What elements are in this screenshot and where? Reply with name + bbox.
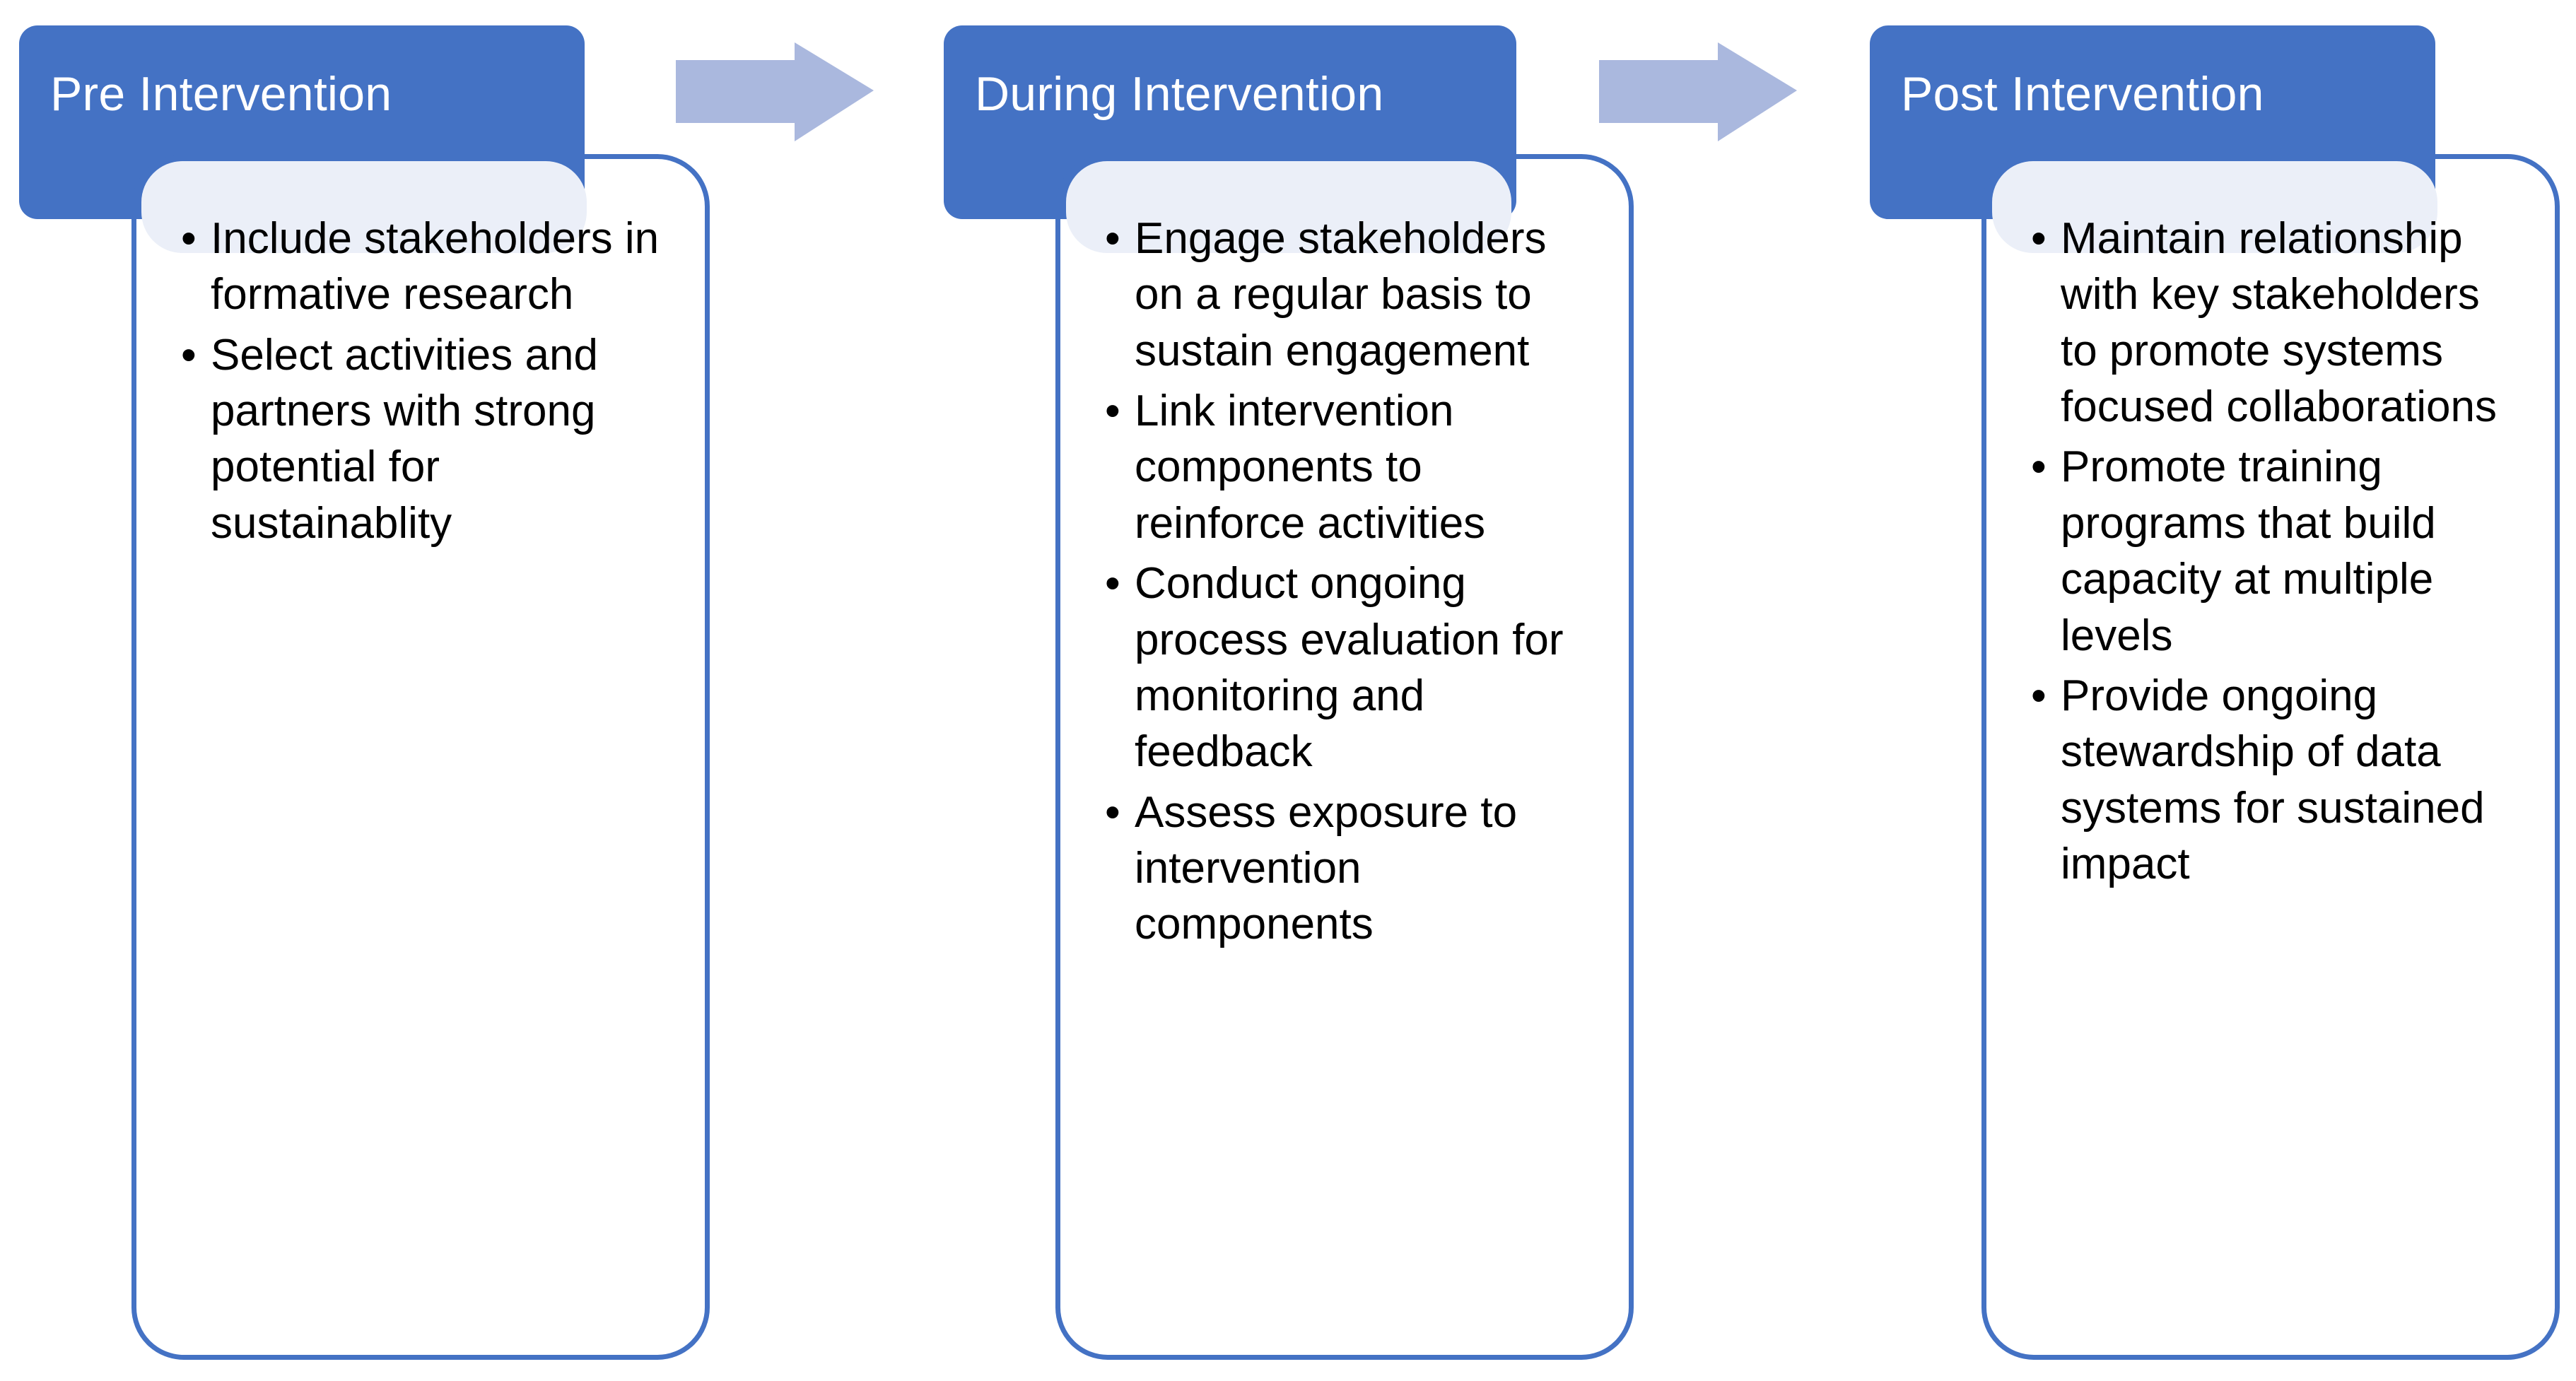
list-item: Link intervention components to reinforc… bbox=[1105, 383, 1600, 551]
list-item: Conduct ongoing process evaluation for m… bbox=[1105, 556, 1600, 780]
bullet-text: Maintain relationship with key stakehold… bbox=[2061, 214, 2497, 432]
phase-bullet-list-pre: Include stakeholders in formative resear… bbox=[181, 211, 676, 556]
bullet-text: Conduct ongoing process evaluation for m… bbox=[1135, 559, 1564, 777]
phase-header-label-during: During Intervention bbox=[975, 67, 1384, 121]
phase-card-post bbox=[1981, 154, 2560, 1360]
phase-header-label-post: Post Intervention bbox=[1901, 67, 2264, 121]
phase-bullet-list-during: Engage stakeholders on a regular basis t… bbox=[1105, 211, 1600, 957]
phase-card-during bbox=[1055, 154, 1634, 1360]
list-item: Assess exposure to intervention componen… bbox=[1105, 784, 1600, 953]
phase-card-pre bbox=[131, 154, 710, 1360]
list-item: Promote training programs that build cap… bbox=[2031, 439, 2526, 663]
bullet-text: Link intervention components to reinforc… bbox=[1135, 387, 1486, 548]
list-item: Select activities and partners with stro… bbox=[181, 327, 676, 551]
list-item: Engage stakeholders on a regular basis t… bbox=[1105, 211, 1600, 379]
right-arrow-icon bbox=[676, 42, 874, 141]
bullet-text: Engage stakeholders on a regular basis t… bbox=[1135, 214, 1547, 375]
bullet-text: Provide ongoing stewardship of data syst… bbox=[2061, 671, 2485, 888]
bullet-text: Promote training programs that build cap… bbox=[2061, 442, 2436, 660]
list-item: Maintain relationship with key stakehold… bbox=[2031, 211, 2526, 435]
right-arrow-icon bbox=[1599, 42, 1797, 141]
bullet-text: Select activities and partners with stro… bbox=[211, 330, 598, 548]
bullet-text: Include stakeholders in formative resear… bbox=[211, 214, 660, 319]
phase-bullet-list-post: Maintain relationship with key stakehold… bbox=[2031, 211, 2526, 896]
arrow-pre-to-during bbox=[676, 42, 874, 141]
list-item: Include stakeholders in formative resear… bbox=[181, 211, 676, 323]
bullet-text: Assess exposure to intervention componen… bbox=[1135, 787, 1518, 949]
arrow-during-to-post bbox=[1599, 42, 1797, 141]
phase-header-label-pre: Pre Intervention bbox=[50, 67, 392, 121]
list-item: Provide ongoing stewardship of data syst… bbox=[2031, 668, 2526, 892]
